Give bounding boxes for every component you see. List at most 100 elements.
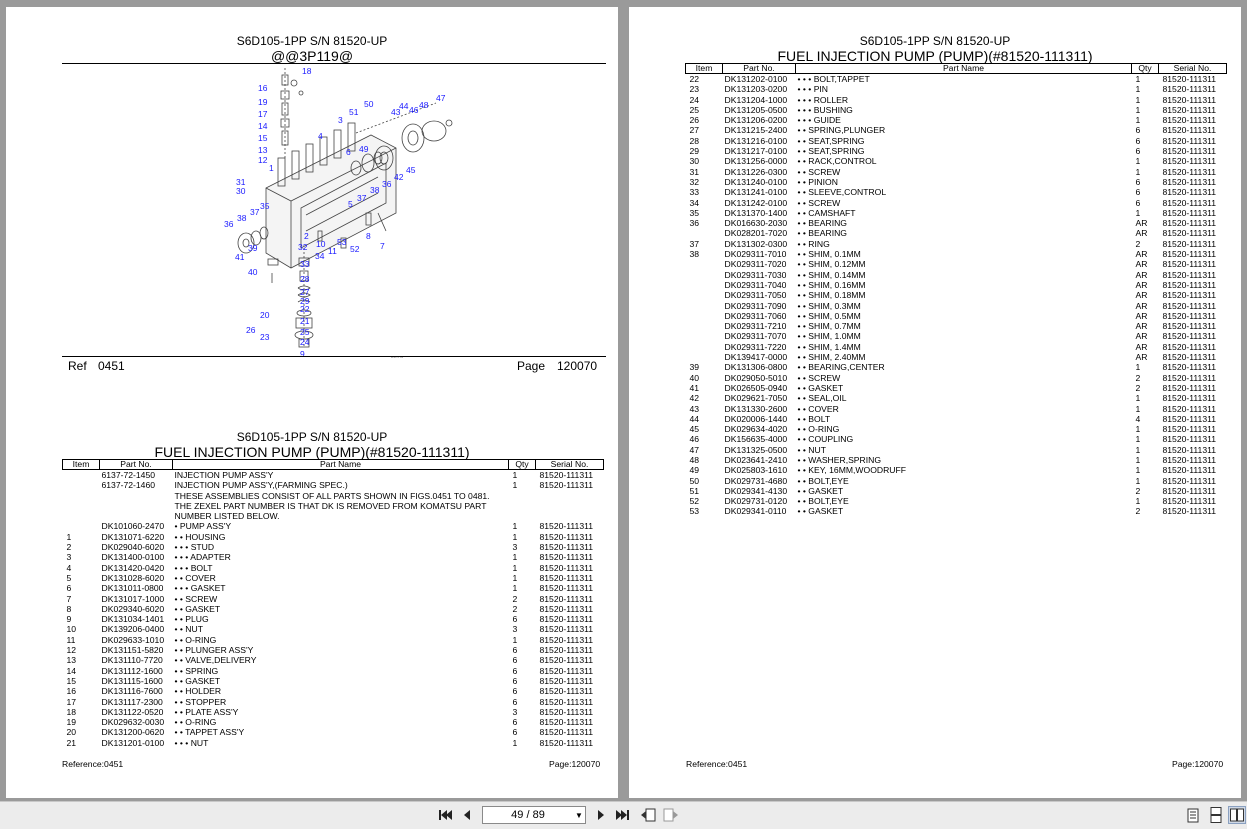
callout-number: 29 — [300, 296, 310, 306]
cell-serial-no: 81520-111311 — [539, 655, 594, 666]
go-forward-icon — [663, 808, 678, 822]
cell-item: 14 — [66, 665, 77, 676]
header-rule — [62, 63, 606, 64]
cell-part-name: • • SEAL,OIL — [797, 393, 847, 404]
callout-number: 9 — [300, 349, 305, 358]
cell-part-no: DK131071-6220 — [101, 531, 165, 542]
ref-label: Ref — [68, 359, 87, 373]
cell-qty: AR — [1135, 310, 1148, 321]
cell-qty: 1 — [1135, 403, 1141, 414]
cell-qty: 1 — [1135, 465, 1141, 476]
cell-part-name: • • SHIM, 0.7MM — [797, 321, 861, 332]
cell-qty: 6 — [512, 655, 518, 666]
cell-item: 6 — [66, 583, 72, 594]
callout-number: 33 — [300, 259, 310, 269]
cell-part-name: • • • GASKET — [174, 583, 226, 594]
callout-number: 11 — [328, 246, 337, 256]
cell-item: 50 — [689, 475, 700, 486]
page-number-field[interactable]: 49 / 89 ▼ — [482, 806, 586, 824]
cell-part-no: DK131216-0100 — [724, 135, 788, 146]
facing-view-button[interactable] — [1228, 806, 1246, 824]
prev-page-button[interactable] — [458, 806, 476, 824]
cell-qty: 1 — [1135, 496, 1141, 507]
cell-qty: 6 — [512, 614, 518, 625]
cell-part-name: • • COVER — [797, 403, 839, 414]
single-page-view-button[interactable] — [1184, 806, 1202, 824]
cell-part-name: • • BOLT,EYE — [797, 496, 849, 507]
cell-qty: 2 — [1135, 506, 1141, 517]
cell-qty: 6 — [512, 645, 518, 656]
cell-qty: 2 — [512, 603, 518, 614]
cell-qty: 6 — [512, 675, 518, 686]
cell-part-no: DK029311-7010 — [724, 249, 787, 260]
cell-part-name: • • O-RING — [174, 717, 217, 728]
cell-part-no — [100, 491, 173, 501]
callout-number: 26 — [246, 325, 256, 335]
cell-qty: 2 — [1135, 372, 1141, 383]
callout-number: 23 — [260, 332, 270, 342]
cell-part-name: • • PLUG — [174, 614, 209, 625]
cell-serial-no: 81520-111311 — [539, 583, 594, 594]
callout-number: 53 — [337, 237, 347, 247]
cell-item: 8 — [66, 603, 72, 614]
last-page-button[interactable] — [614, 806, 632, 824]
cell-part-no: DK029731-0120 — [724, 496, 788, 507]
callout-number: 12 — [258, 155, 268, 165]
single-page-view-icon — [1187, 808, 1199, 822]
cell-item: 19 — [66, 717, 77, 728]
cell-part-name: • • SLEEVE,CONTROL — [797, 187, 887, 198]
callout-number: 52 — [350, 244, 360, 254]
cell-qty: 1 — [512, 583, 518, 594]
cell-part-no: DK029340-6020 — [101, 603, 165, 614]
callout-number: 38 — [370, 185, 380, 195]
callout-number: 16 — [258, 83, 268, 93]
cell-part-name: • • SHIM, 2.40MM — [797, 352, 866, 363]
cell-serial-no: 81520-111311 — [539, 552, 594, 563]
next-page-button[interactable] — [592, 806, 610, 824]
callout-number: 10 — [316, 239, 326, 249]
cell-part-name: • • NUT — [797, 444, 826, 455]
continuous-view-button[interactable] — [1207, 806, 1225, 824]
callout-number: 3 — [338, 115, 343, 125]
cell-part-name: • • SHIM, 0.5MM — [797, 310, 861, 321]
go-back-button[interactable] — [639, 806, 657, 824]
cell-serial-no: 81520-111311 — [1162, 166, 1217, 177]
cell-serial-no: 81520-111311 — [539, 645, 594, 656]
cell-serial-no: 81520-111311 — [539, 562, 594, 573]
cell-part-name: • • GASKET — [174, 603, 221, 614]
go-forward-button[interactable] — [662, 806, 680, 824]
cell-part-name: • • BOLT,EYE — [797, 475, 849, 486]
cell-serial-no: 81520-111311 — [1162, 135, 1217, 146]
first-page-button[interactable] — [436, 806, 454, 824]
cell-serial-no: 81520-111311 — [1162, 506, 1217, 517]
cell-item — [686, 290, 723, 300]
chevron-down-icon[interactable]: ▼ — [575, 810, 583, 820]
cell-qty: 3 — [512, 624, 518, 635]
cell-qty: AR — [1135, 249, 1148, 260]
cell-part-no: DK131201-0100 — [101, 737, 165, 748]
cell-qty: 1 — [1135, 115, 1141, 126]
cell-part-name: • • RACK,CONTROL — [797, 156, 877, 167]
cell-serial-no: 81520-111311 — [1162, 413, 1217, 424]
cell-item: 21 — [66, 737, 77, 748]
cell-qty: 2 — [1135, 382, 1141, 393]
cell-serial-no — [536, 501, 604, 522]
callout-number: 27 — [300, 287, 310, 297]
cell-part-name: INJECTION PUMP ASS'Y,(FARMING SPEC.) — [174, 480, 348, 491]
cell-part-no: DK131206-0200 — [724, 115, 788, 126]
cell-part-no: DK029731-4680 — [724, 475, 788, 486]
cell-part-name: • • SHIM, 0.14MM — [797, 269, 866, 280]
page-indicator: 49 / 89 — [511, 809, 545, 821]
